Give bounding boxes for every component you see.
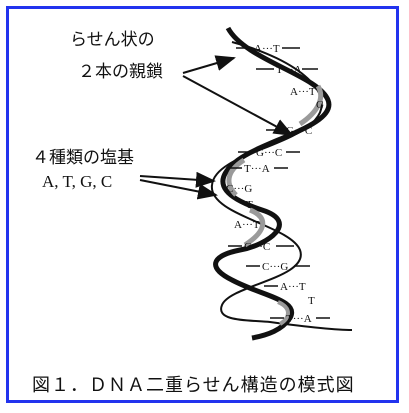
base-pair: T: [246, 199, 253, 211]
arrow-strand-lower: [183, 76, 292, 135]
base-pair: G···C: [244, 241, 270, 253]
base-pair: A···T: [254, 43, 280, 55]
base-pair: T···A: [286, 313, 312, 325]
base-pair: G···C: [256, 147, 282, 159]
base-pair: C···G: [226, 183, 252, 195]
base-pair: T···A: [244, 163, 270, 175]
base-pair: A···T: [290, 86, 316, 98]
base-pair: T···A: [276, 64, 302, 76]
base-pair: A···T: [234, 219, 260, 231]
base-pair: G···C: [286, 125, 312, 137]
base-pair: A···T: [280, 281, 306, 293]
base-pair: C···G: [262, 261, 288, 273]
base-pair: T: [308, 295, 315, 307]
figure-caption: 図１．ＤＮＡ二重らせん構造の模式図: [32, 371, 355, 397]
bases-label-line2: A, T, G, C: [42, 170, 112, 194]
base-pair: G: [316, 99, 324, 111]
arrow-base-upper: [140, 176, 214, 181]
strands-label-line2: ２本の親鎖: [78, 60, 163, 84]
strands-label-line1: らせん状の: [70, 28, 155, 52]
arrow-strand-upper: [183, 58, 234, 73]
bases-label-line1: ４種類の塩基: [32, 146, 134, 170]
arrow-base-lower: [140, 180, 216, 195]
